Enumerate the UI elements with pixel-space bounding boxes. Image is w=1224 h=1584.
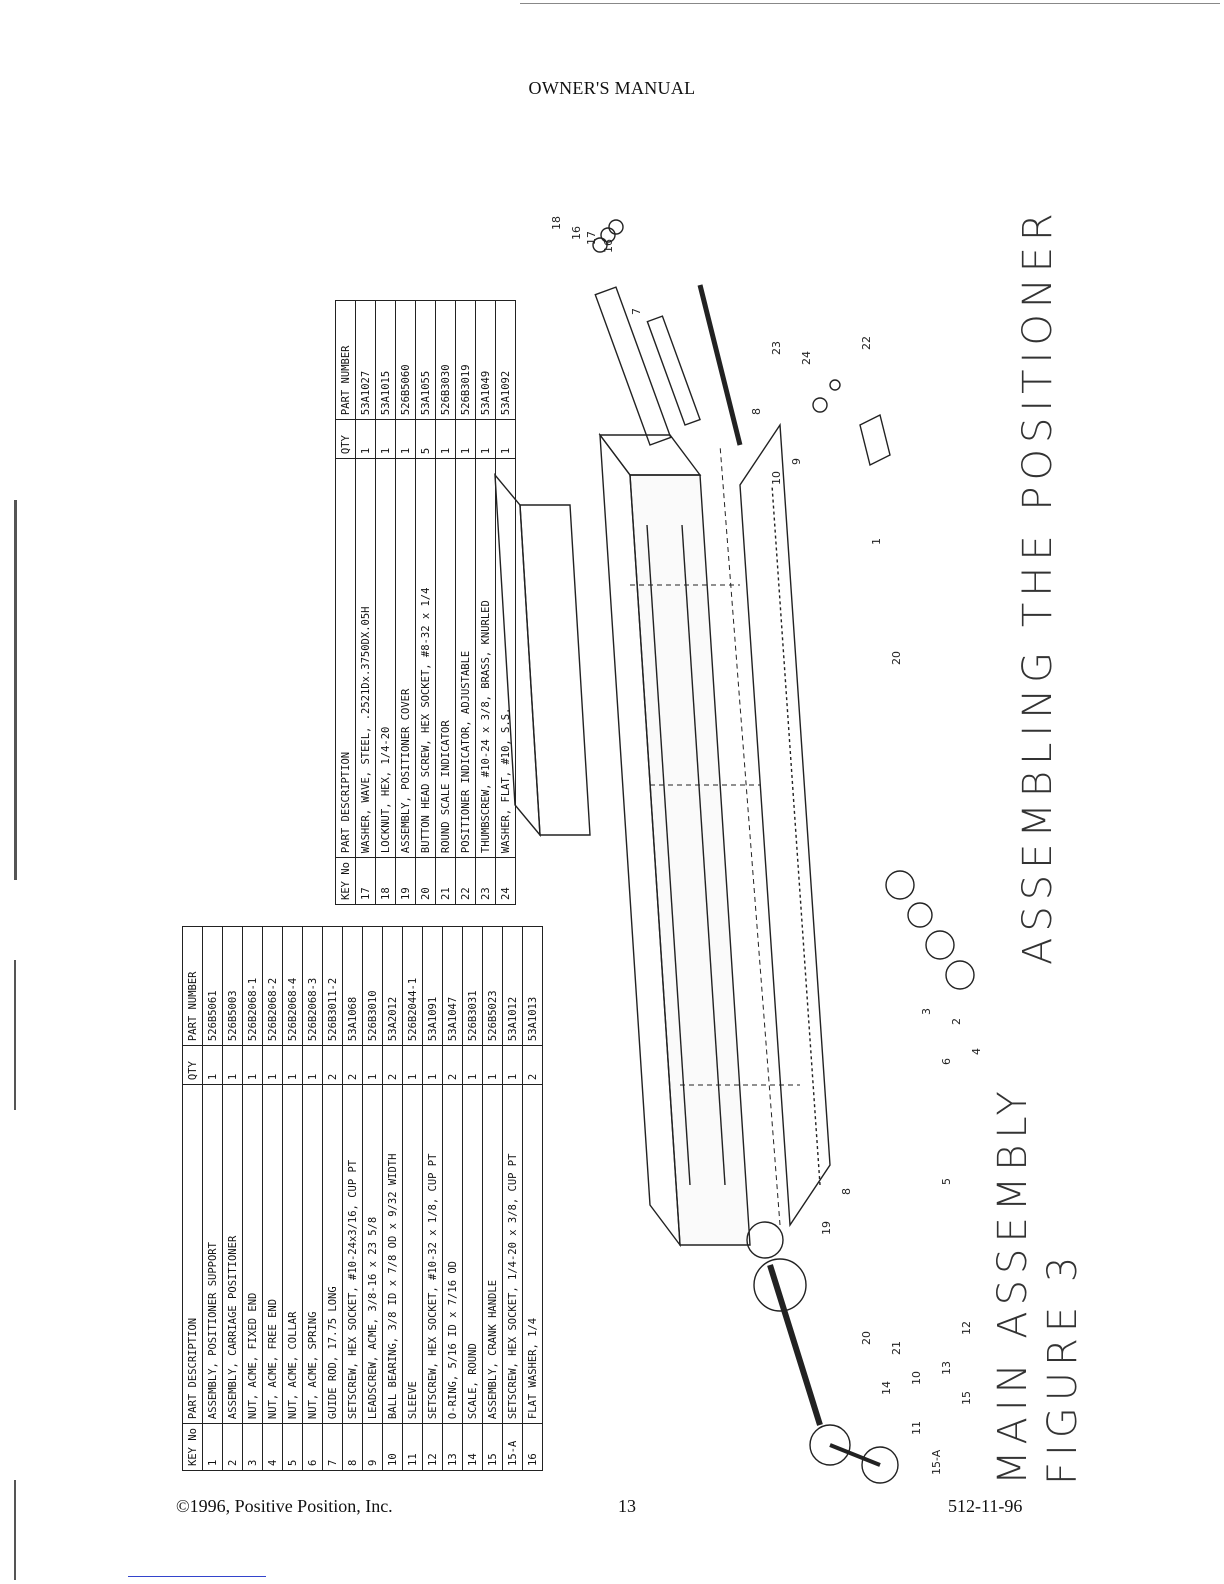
callout-label: 1 <box>870 538 883 545</box>
callout-label: 20 <box>860 1331 873 1345</box>
callout-label: 9 <box>790 458 803 465</box>
figure-number: FIGURE 3 <box>1040 1250 1086 1485</box>
callout-label: 23 <box>770 341 783 355</box>
figure-title-main: MAIN ASSEMBLY <box>990 1085 1036 1485</box>
guide-rod-part <box>594 286 701 446</box>
callout-label: 14 <box>880 1381 893 1395</box>
callout-label: 16 <box>602 239 615 253</box>
callout-label: 20 <box>890 651 903 665</box>
callout-label: 8 <box>840 1188 853 1195</box>
footer-page-number: 13 <box>618 1496 636 1516</box>
footer-copyright: ©1996, Positive Position, Inc. <box>176 1496 393 1516</box>
callout-label: 6 <box>940 1058 953 1065</box>
carriage-part <box>494 472 591 838</box>
callout-label: 21 <box>890 1341 903 1355</box>
acme-nuts-part <box>885 870 975 990</box>
callout-label: 24 <box>800 351 813 365</box>
bottom-link-underline <box>128 1576 266 1577</box>
positioner-cover-part <box>739 422 831 1228</box>
washer-stack-part <box>592 219 624 253</box>
callout-label: 19 <box>820 1221 833 1235</box>
callout-label: 13 <box>940 1361 953 1375</box>
figure-title-right: ASSEMBLING THE POSITIONER <box>1015 207 1061 965</box>
assembly-guide-lines <box>630 444 800 1226</box>
callout-label: 10 <box>910 1371 923 1385</box>
callout-label: 15 <box>960 1391 973 1405</box>
page-header: OWNER'S MANUAL <box>528 78 696 98</box>
rotated-figure-area: KEY No PART DESCRIPTION QTY PART NUMBER … <box>180 207 1086 1485</box>
scan-margin-mark <box>14 1480 16 1580</box>
callout-label: 12 <box>960 1321 973 1335</box>
scan-margin-mark <box>14 960 16 1110</box>
callout-label: 17 <box>585 231 598 245</box>
positioner-support-part <box>598 432 751 1248</box>
callout-label: 8 <box>750 408 763 415</box>
callout-label: 16 <box>570 226 583 240</box>
callout-label: 15-A <box>930 1449 943 1475</box>
footer-doc-code: 512-11-96 <box>948 1496 1023 1516</box>
scan-margin-mark <box>14 500 17 880</box>
callout-label: 2 <box>950 1018 963 1025</box>
callout-label: 3 <box>920 1008 933 1015</box>
callout-label: 11 <box>910 1421 923 1435</box>
callout-label: 7 <box>630 308 643 315</box>
top-scan-rule <box>520 3 1220 4</box>
callout-label: 5 <box>940 1178 953 1185</box>
callout-label: 22 <box>860 336 873 350</box>
callout-label: 10 <box>770 471 783 485</box>
callout-label: 4 <box>970 1048 983 1055</box>
crank-handle-part <box>809 1424 899 1484</box>
round-scale-part <box>746 1221 807 1312</box>
leadscrew-part <box>697 284 823 1426</box>
positioner-indicator-part <box>812 379 891 467</box>
callout-label: 18 <box>550 216 563 230</box>
